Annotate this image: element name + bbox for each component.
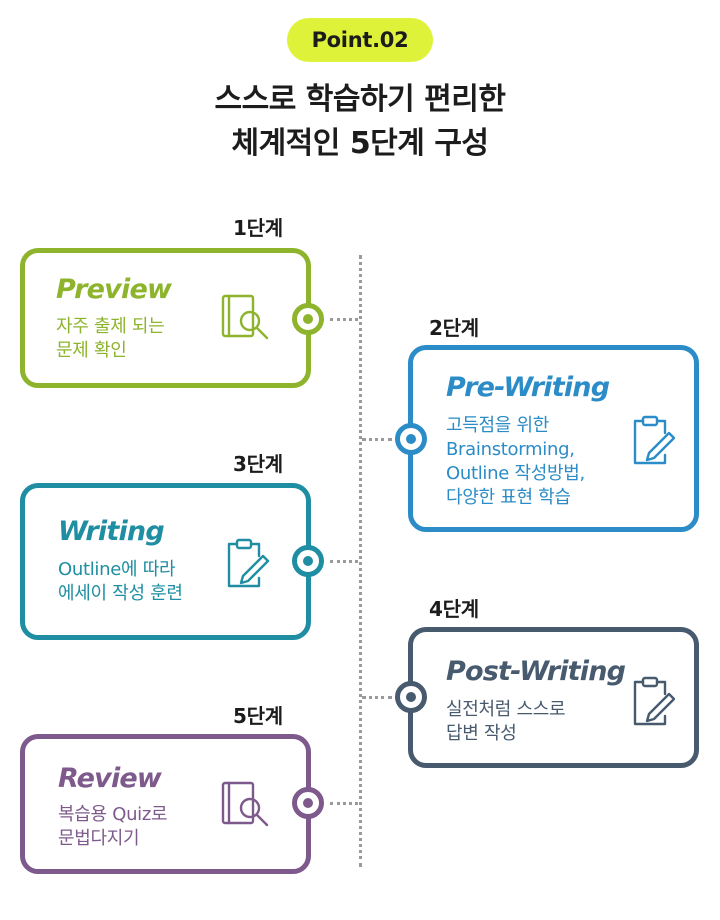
card-title: Pre-Writing (446, 372, 610, 403)
step-label-5: 5단계 (233, 704, 283, 728)
card-post-writing: Post-Writing 실전처럼 스스로 답변 작성 (408, 627, 699, 768)
connector-step-3 (330, 560, 358, 563)
desc-line: Outline 작성방법, (446, 463, 585, 484)
card-title: Post-Writing (446, 656, 626, 687)
card-title: Review (58, 763, 162, 794)
book-search-icon (221, 781, 269, 827)
desc-line: 답변 작성 (446, 723, 517, 744)
card-review: Review 복습용 Quiz로 문법다지기 (20, 734, 311, 874)
timeline-line (359, 255, 362, 867)
desc-line: 복습용 Quiz로 (58, 804, 168, 825)
connector-step-2 (362, 438, 392, 441)
card-description: 자주 출제 되는 문제 확인 (56, 315, 165, 363)
clipboard-pen-icon (227, 538, 270, 588)
desc-line: 실전처럼 스스로 (446, 699, 566, 720)
connector-step-4 (362, 696, 392, 699)
desc-line: Outline에 따라 (58, 559, 176, 580)
card-title: Writing (58, 516, 165, 547)
card-description: 복습용 Quiz로 문법다지기 (58, 803, 168, 851)
clipboard-pen-icon (633, 676, 676, 726)
book-search-icon (221, 294, 269, 340)
card-title: Preview (56, 274, 172, 305)
desc-line: 문법다지기 (58, 828, 140, 849)
step-label-4: 4단계 (429, 597, 479, 621)
desc-line: 고득점을 위한 (446, 415, 549, 436)
card-description: 실전처럼 스스로 답변 작성 (446, 698, 566, 746)
timeline-dot-4 (395, 681, 427, 713)
desc-line: Brainstorming, (446, 439, 575, 460)
page-title-line-1: 스스로 학습하기 편리한 (214, 82, 506, 117)
card-writing: Writing Outline에 따라 에세이 작성 훈련 (20, 483, 311, 640)
connector-step-1 (330, 318, 358, 321)
card-description: 고득점을 위한 Brainstorming, Outline 작성방법, 다양한… (446, 414, 585, 510)
desc-line: 문제 확인 (56, 340, 127, 361)
desc-line: 다양한 표현 학습 (446, 487, 571, 508)
desc-line: 에세이 작성 훈련 (58, 583, 183, 604)
page-title: 스스로 학습하기 편리한 체계적인 5단계 구성 (0, 78, 720, 166)
step-label-3: 3단계 (233, 452, 283, 476)
point-badge: Point.02 (287, 18, 433, 62)
card-preview: Preview 자주 출제 되는 문제 확인 (20, 248, 311, 388)
page-title-line-2: 체계적인 5단계 구성 (231, 126, 489, 161)
clipboard-pen-icon (633, 415, 676, 465)
step-label-2: 2단계 (429, 316, 479, 340)
desc-line: 자주 출제 되는 (56, 316, 165, 337)
timeline-dot-1 (292, 303, 324, 335)
timeline-dot-5 (292, 787, 324, 819)
card-description: Outline에 따라 에세이 작성 훈련 (58, 558, 183, 606)
timeline-dot-2 (395, 423, 427, 455)
timeline-dot-3 (292, 545, 324, 577)
connector-step-5 (330, 802, 358, 805)
card-pre-writing: Pre-Writing 고득점을 위한 Brainstorming, Outli… (408, 345, 699, 532)
step-label-1: 1단계 (233, 216, 283, 240)
